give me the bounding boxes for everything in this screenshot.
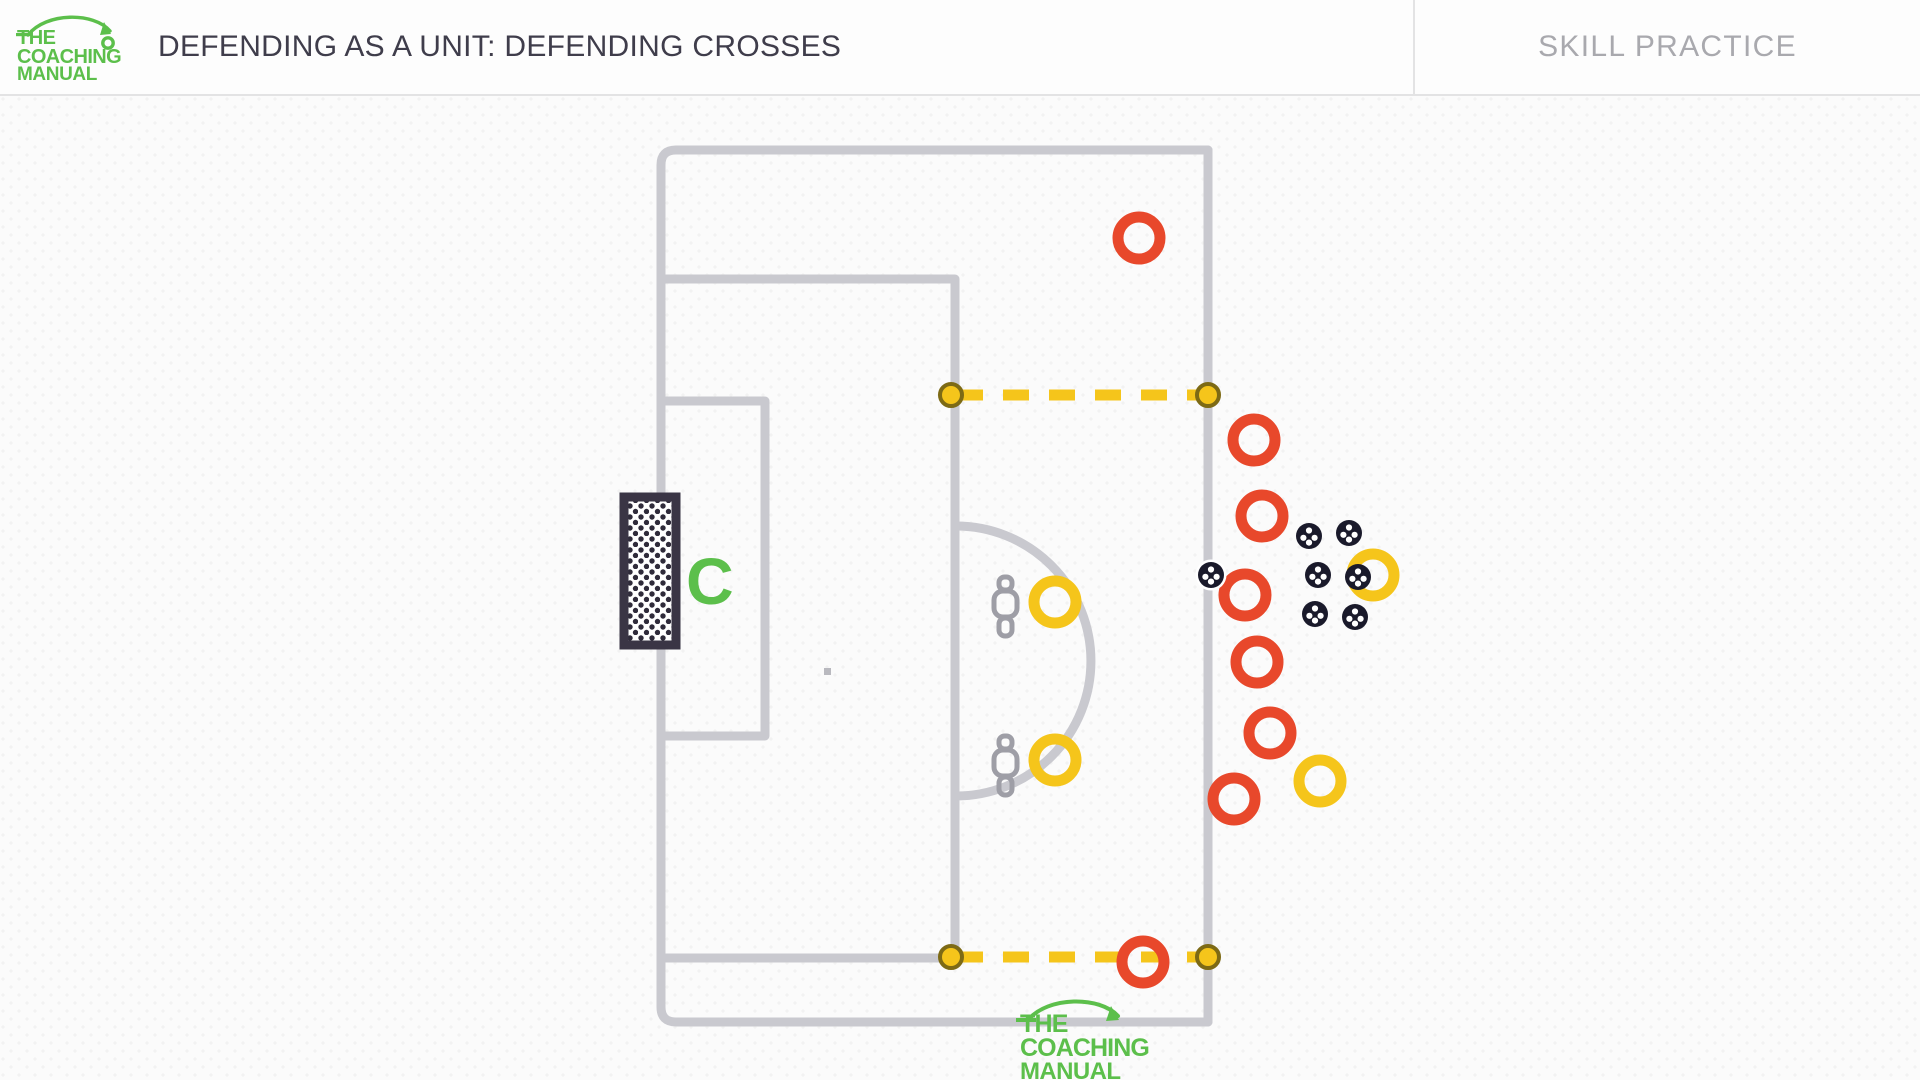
top-channel-end-node (1195, 382, 1221, 408)
red-players-group (1112, 211, 1297, 989)
pitch-lines: THE COACHING MANUAL C (619, 145, 1400, 1080)
goalkeeper-marker[interactable]: C (686, 544, 734, 618)
logo-svg: THE COACHING MANUAL (16, 15, 122, 81)
svg-text:MANUAL: MANUAL (17, 64, 98, 81)
penalty-spot (824, 668, 831, 675)
red-player-6[interactable] (1243, 706, 1297, 760)
red-player-8[interactable] (1116, 935, 1170, 989)
ball-2[interactable] (1336, 520, 1362, 546)
ball-5[interactable] (1302, 601, 1328, 627)
top-channel-start-node (938, 382, 964, 408)
yellow-players-group (1028, 548, 1400, 808)
header-right-section: SKILL PRACTICE (1415, 0, 1920, 94)
mannequin-top (991, 574, 1020, 639)
goal (619, 492, 681, 650)
bottom-channel-start-node (938, 944, 964, 970)
page-title: DEFENDING AS A UNIT: DEFENDING CROSSES (158, 30, 842, 63)
app-header: THE COACHING MANUAL DEFENDING AS A UNIT:… (0, 0, 1920, 96)
ball-7-at-feet[interactable] (1195, 559, 1227, 591)
red-player-3[interactable] (1235, 489, 1289, 543)
yellow-player-4[interactable] (1293, 754, 1347, 808)
goal-net (619, 492, 681, 650)
penalty-arc (951, 521, 1096, 801)
svg-text:MANUAL: MANUAL (1020, 1058, 1120, 1080)
coaching-manual-logo: THE COACHING MANUAL (16, 13, 132, 81)
balls-group (1195, 520, 1371, 630)
goal-area (656, 396, 770, 741)
bottom-channel-end-node (1195, 944, 1221, 970)
yellow-player-2[interactable] (1028, 733, 1082, 787)
ball-6[interactable] (1342, 604, 1368, 630)
svg-text:COACHING: COACHING (1020, 1034, 1149, 1062)
session-type-label: SKILL PRACTICE (1538, 30, 1797, 63)
ball-4[interactable] (1345, 564, 1371, 590)
penalty-area (656, 274, 960, 963)
svg-text:THE: THE (17, 27, 56, 49)
red-player-4[interactable] (1218, 568, 1272, 622)
ball-3[interactable] (1305, 562, 1331, 588)
yellow-player-1[interactable] (1028, 575, 1082, 629)
ball-1[interactable] (1296, 523, 1322, 549)
svg-text:THE: THE (1020, 1010, 1068, 1038)
svg-text:COACHING: COACHING (17, 46, 121, 68)
crossing-channel-bottom (938, 944, 1221, 970)
header-left-section: THE COACHING MANUAL DEFENDING AS A UNIT:… (0, 0, 1415, 94)
red-player-5[interactable] (1230, 635, 1284, 689)
red-player-1[interactable] (1112, 211, 1166, 265)
red-player-7[interactable] (1207, 772, 1261, 826)
pitch-watermark-logo: THE COACHING MANUAL (1016, 999, 1150, 1080)
mannequin-bottom (991, 733, 1020, 798)
crossing-channel-top (938, 382, 1221, 408)
red-player-2[interactable] (1227, 413, 1281, 467)
diagram-canvas: THE COACHING MANUAL C (0, 96, 1920, 1080)
